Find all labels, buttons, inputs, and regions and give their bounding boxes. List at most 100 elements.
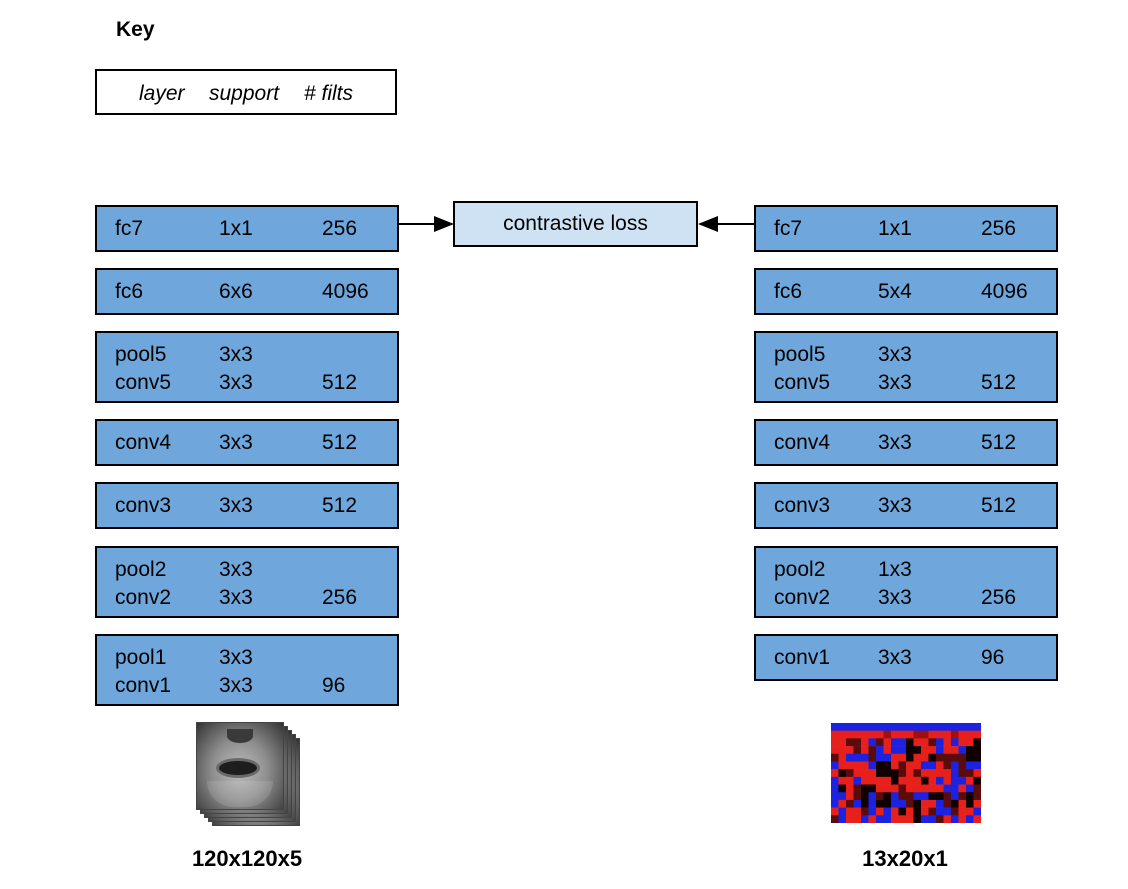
right-input-caption: 13x20x1 xyxy=(862,846,948,871)
heatmap-cell xyxy=(951,776,959,785)
heatmap-cell xyxy=(838,776,847,785)
heatmap-cell xyxy=(928,730,937,739)
heatmap-cell xyxy=(898,753,907,762)
heatmap-cell xyxy=(898,746,907,755)
heatmap-cell xyxy=(883,761,892,770)
heatmap-cell xyxy=(838,769,847,778)
heatmap-cell xyxy=(928,761,937,770)
heatmap-cell xyxy=(928,799,937,808)
heatmap-cell xyxy=(928,738,937,747)
heatmap-cell xyxy=(958,807,967,816)
heatmap-cell xyxy=(831,723,839,731)
heatmap-cell xyxy=(936,730,944,739)
heatmap-cell xyxy=(846,799,854,808)
heatmap-cell xyxy=(966,730,974,739)
layer-name: conv2 xyxy=(115,586,172,609)
heatmap-cell xyxy=(913,807,922,816)
heatmap-cell xyxy=(838,723,847,731)
heatmap-cell xyxy=(898,815,907,823)
heatmap-cell xyxy=(921,807,929,816)
heatmap-cell xyxy=(973,753,981,762)
heatmap-cell xyxy=(876,792,884,801)
heatmap-cell xyxy=(973,730,981,739)
layer-name: conv1 xyxy=(115,674,172,697)
heatmap-cell xyxy=(913,723,922,731)
heatmap-cell xyxy=(891,746,899,755)
heatmap-cell xyxy=(868,723,877,731)
heatmap-cell xyxy=(876,738,884,747)
heatmap-cell xyxy=(853,753,862,762)
heatmap-cell xyxy=(861,792,869,801)
heatmap-cell xyxy=(958,769,967,778)
heatmap-cell xyxy=(891,738,899,747)
heatmap-cell xyxy=(853,799,862,808)
heatmap-cell xyxy=(898,776,907,785)
layer-name: pool1 xyxy=(115,646,167,669)
heatmap-cell xyxy=(913,799,922,808)
layer-name: conv4 xyxy=(115,430,172,454)
heatmap-cell xyxy=(966,753,974,762)
heatmap-cell xyxy=(973,738,981,747)
heatmap-cell xyxy=(936,815,944,823)
heatmap-cell xyxy=(936,723,944,731)
heatmap-cell xyxy=(831,792,839,801)
heatmap-cell xyxy=(868,776,877,785)
heatmap-cell xyxy=(906,738,914,747)
layer-filters: 512 xyxy=(322,493,358,517)
layer-support: 3x3 xyxy=(219,558,253,581)
heatmap-cell xyxy=(853,807,862,816)
heatmap-cell xyxy=(913,730,922,739)
heatmap-cell xyxy=(868,784,877,793)
heatmap-cell xyxy=(838,738,847,747)
heatmap-cell xyxy=(966,792,974,801)
heatmap-cell xyxy=(943,815,952,823)
heatmap-cell xyxy=(951,746,959,755)
audio-feature-heatmap xyxy=(831,723,981,823)
heatmap-cell xyxy=(928,753,937,762)
heatmap-cell xyxy=(973,815,981,823)
layer-name: conv4 xyxy=(774,430,831,454)
heatmap-cell xyxy=(846,784,854,793)
heatmap-cell xyxy=(966,799,974,808)
heatmap-cell xyxy=(906,776,914,785)
heatmap-cell xyxy=(973,746,981,755)
heatmap-cell xyxy=(928,776,937,785)
heatmap-cell xyxy=(928,807,937,816)
heatmap-cell xyxy=(876,799,884,808)
contrastive-loss-box: contrastive loss xyxy=(453,201,698,247)
heatmap-cell xyxy=(853,815,862,823)
layer-name: pool2 xyxy=(115,558,167,581)
heatmap-cell xyxy=(936,807,944,816)
heatmap-cell xyxy=(861,784,869,793)
heatmap-cell xyxy=(861,746,869,755)
heatmap-cell xyxy=(861,761,869,770)
heatmap-cell xyxy=(868,746,877,755)
key-layer-header: layer xyxy=(139,82,185,105)
heatmap-cell xyxy=(853,776,862,785)
layer-filters: 512 xyxy=(981,371,1017,394)
heatmap-cell xyxy=(973,769,981,778)
heatmap-cell xyxy=(966,738,974,747)
heatmap-cell xyxy=(958,815,967,823)
heatmap-cell xyxy=(928,723,937,731)
heatmap-cell xyxy=(936,753,944,762)
heatmap-cell xyxy=(936,776,944,785)
heatmap-cell xyxy=(921,792,929,801)
heatmap-cell xyxy=(936,746,944,755)
heatmap-cell xyxy=(861,753,869,762)
layer-name: pool5 xyxy=(774,343,826,366)
heatmap-cell xyxy=(928,746,937,755)
heatmap-cell xyxy=(951,784,959,793)
layer-name: pool5 xyxy=(115,343,167,366)
heatmap-cell xyxy=(943,784,952,793)
heatmap-cell xyxy=(883,815,892,823)
heatmap-cell xyxy=(966,807,974,816)
